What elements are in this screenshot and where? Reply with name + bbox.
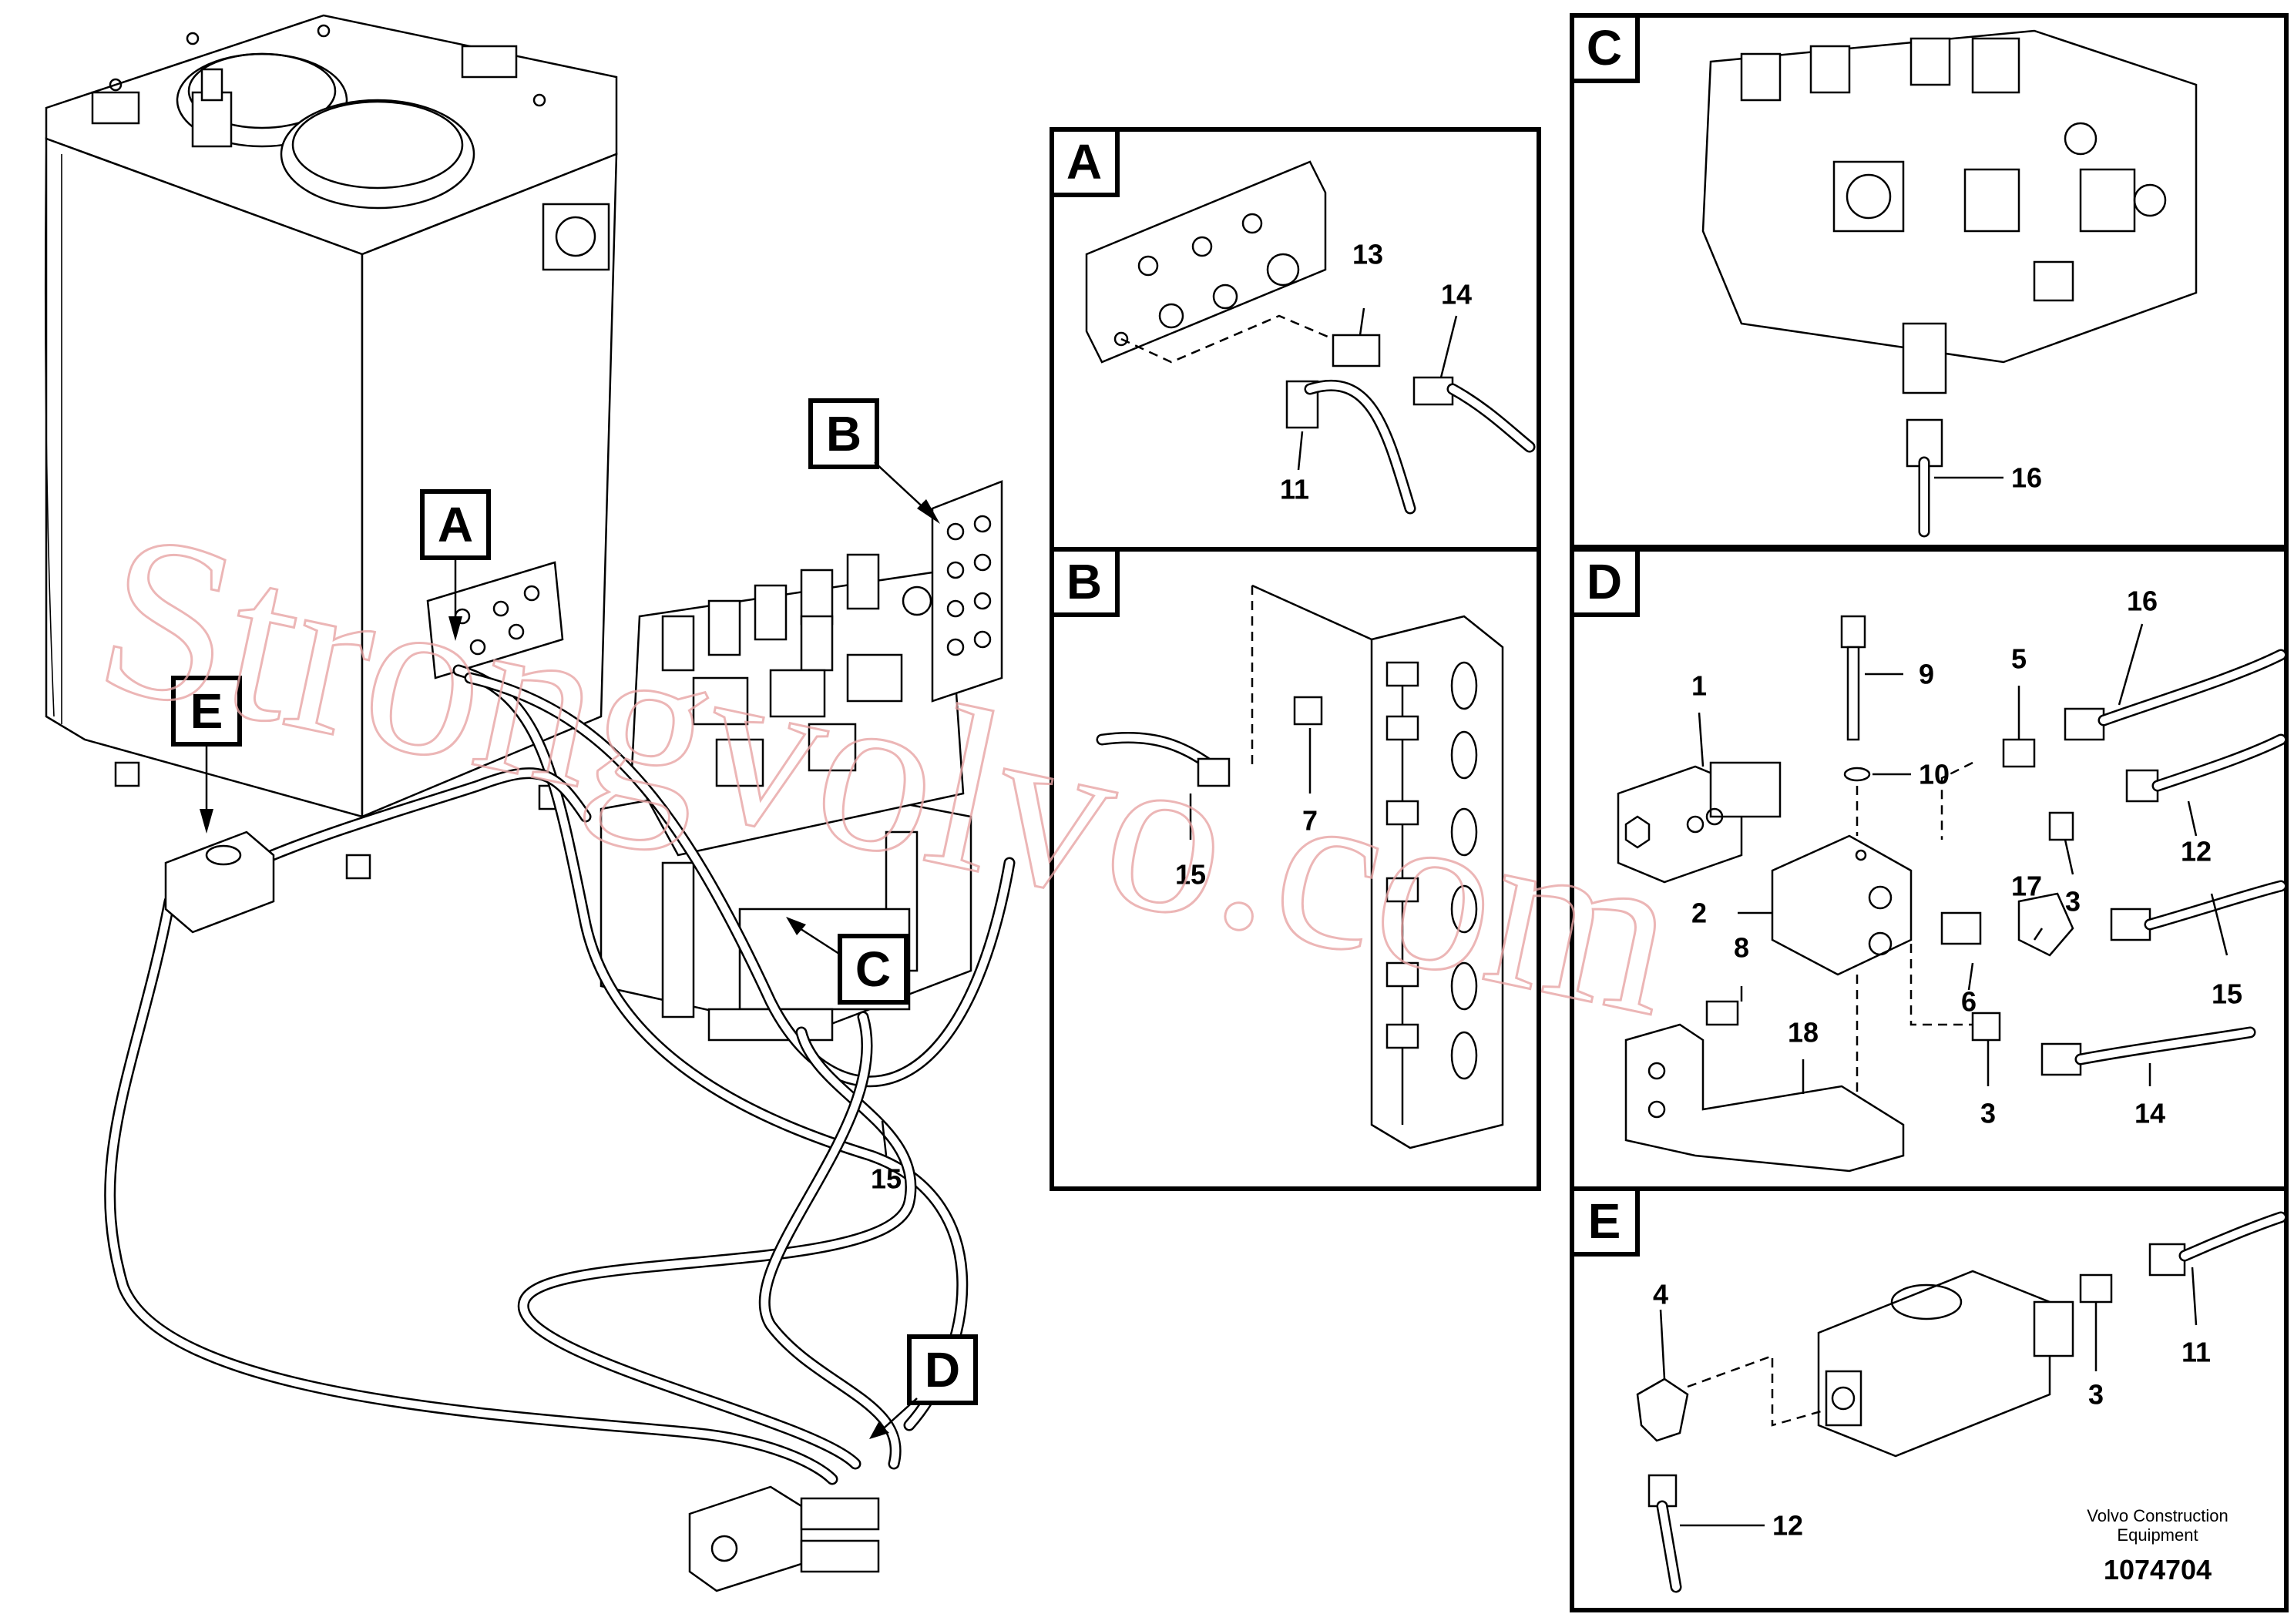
panel-e: E 4 3 11 12 [1570,1186,2289,1612]
footer-brand: Volvo Construction Equipment 1074704 [2087,1506,2228,1585]
svg-text:11: 11 [2181,1337,2211,1368]
svg-text:1: 1 [1691,670,1707,702]
svg-text:Volvo Construction: Volvo Construction [2087,1506,2228,1525]
svg-text:4: 4 [1653,1279,1668,1310]
svg-text:13: 13 [1352,239,1383,270]
overview-label-15: 15 [871,1120,902,1195]
panel-a: A 13 14 11 [1050,127,1541,552]
svg-text:3: 3 [2065,886,2081,918]
overview-tag-b[interactable]: B [808,398,940,524]
svg-text:17: 17 [2011,871,2042,902]
svg-text:B: B [826,406,862,461]
svg-text:5: 5 [2011,643,2027,675]
hydraulic-tank [44,14,618,880]
panel-c: C 16 [1570,13,2289,549]
svg-text:16: 16 [2127,586,2158,617]
svg-text:18: 18 [1788,1017,1819,1049]
svg-text:14: 14 [2134,1098,2165,1129]
diverter-assembly [688,1485,880,1592]
svg-text:C: C [855,941,891,997]
svg-text:2: 2 [1691,898,1707,929]
svg-text:12: 12 [2181,836,2212,867]
svg-text:7: 7 [1302,805,1318,837]
svg-text:E: E [190,683,223,739]
svg-text:8: 8 [1734,932,1749,964]
svg-text:12: 12 [1772,1510,1803,1542]
svg-text:15: 15 [1175,859,1206,891]
svg-text:15: 15 [2212,978,2242,1010]
overview-tag-e[interactable]: E [171,676,242,834]
overview-tag-c[interactable]: C [786,917,909,1005]
svg-text:E: E [1588,1193,1621,1249]
svg-text:3: 3 [2088,1379,2104,1411]
svg-text:A: A [438,497,473,552]
svg-text:3: 3 [1980,1098,1996,1129]
svg-text:D: D [1587,554,1622,609]
overview-tag-d[interactable]: D [869,1334,978,1439]
svg-text:6: 6 [1961,986,1977,1018]
svg-text:B: B [1066,554,1102,609]
svg-text:A: A [1066,134,1102,190]
svg-text:1074704: 1074704 [2104,1554,2212,1585]
control-valve-assembly [600,480,1003,1042]
svg-text:9: 9 [1919,659,1934,690]
svg-text:C: C [1587,20,1622,75]
svg-text:15: 15 [871,1163,902,1195]
svg-text:Equipment: Equipment [2117,1525,2198,1545]
svg-text:10: 10 [1919,759,1950,790]
overview-tag-a[interactable]: A [420,489,491,641]
svg-text:16: 16 [2011,462,2042,494]
svg-text:14: 14 [1441,279,1472,310]
svg-text:11: 11 [1280,474,1309,505]
panel-b: B 15 7 [1050,547,1541,1191]
check-valve-block [164,830,275,934]
svg-text:D: D [925,1342,960,1398]
